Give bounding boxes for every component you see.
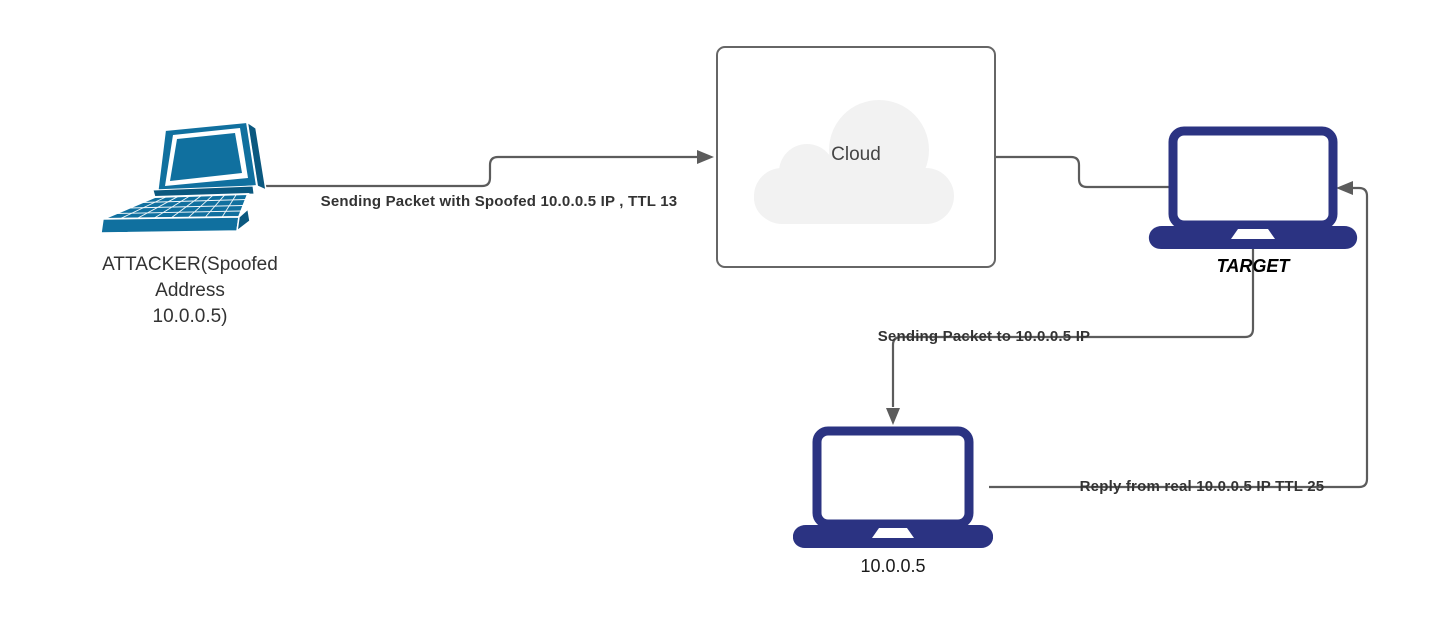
node-attacker (95, 118, 275, 245)
node-target (1148, 126, 1358, 257)
edge-label-reply-from-real: Reply from real 10.0.0.5 IP TTL 25 (1079, 478, 1325, 495)
cloud-icon (754, 100, 954, 224)
arrowhead-left-icon (1336, 181, 1353, 195)
real-host-laptop-icon (792, 426, 994, 548)
target-label: TARGET (1216, 256, 1290, 276)
node-real-host (792, 426, 994, 557)
target-laptop-icon (1148, 126, 1358, 249)
real-host-label: 10.0.0.5 (860, 556, 926, 576)
edge-realhost-to-target (989, 181, 1369, 489)
edge-target-to-realhost (886, 248, 1255, 425)
edge-attacker-to-cloud (265, 150, 714, 188)
cloud-label: Cloud (831, 144, 881, 165)
attacker-laptop-icon (100, 120, 267, 234)
edge-cloud-to-target (996, 155, 1169, 189)
attacker-label: ATTACKER(Spoofed Address 10.0.0.5) (102, 254, 278, 327)
node-cloud: Cloud (716, 46, 996, 268)
arrowhead-right-icon (697, 150, 714, 164)
edge-label-spoofed-packet: Sending Packet with Spoofed 10.0.0.5 IP … (320, 193, 678, 210)
edge-label-packet-to-real: Sending Packet to 10.0.0.5 IP (877, 328, 1091, 345)
arrowhead-down-icon (886, 408, 900, 425)
